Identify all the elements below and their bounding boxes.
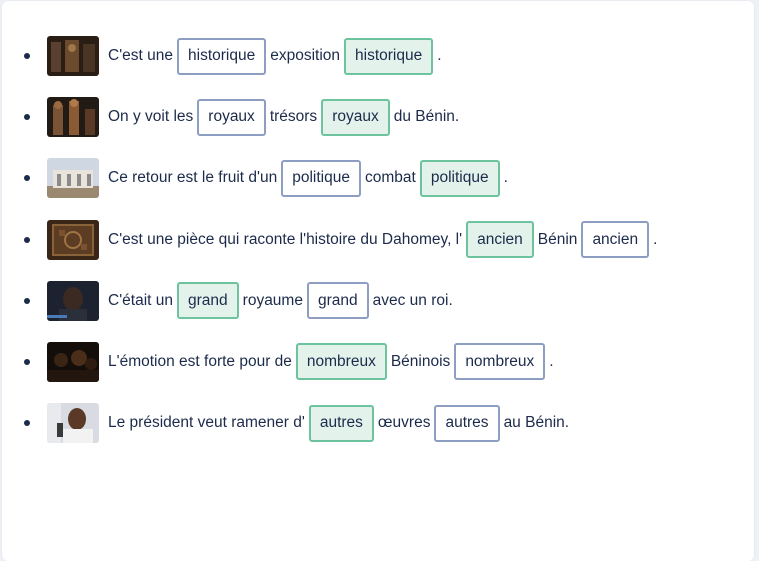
answer-chip-selected[interactable]: politique [419,159,500,197]
bullet-dot [24,114,30,121]
sentence-fragment: au Bénin. [503,414,570,432]
bullet-dot [24,53,30,59]
sentence-fragment: On y voit les [108,108,194,126]
bullet-dot [24,420,30,427]
answer-chip-slot[interactable]: grand [306,282,369,320]
sentence-fragment: . [503,169,508,187]
president-speaking-image [47,403,99,444]
sentence-fragment: royaume [242,291,303,309]
royal-statues-image [47,97,99,138]
museum-exhibition-image [47,36,99,76]
sentence-fragment: . [653,230,658,248]
sentence-fragment: trésors [269,108,318,126]
answer-chip-slot[interactable]: historique [177,37,267,75]
sentence-fragment: exposition [270,47,341,64]
bullet-dot [24,358,30,365]
answer-chip-selected[interactable]: ancien [466,221,534,259]
sentence-fragment: Le président veut ramener d' [108,414,305,432]
bullet-dot [24,175,30,182]
answer-chip-slot[interactable]: ancien [581,221,650,259]
crowd-dark-image [47,341,99,382]
bullet-dot [24,236,30,243]
answer-chip-slot[interactable]: royaux [197,98,266,136]
answer-chip-selected[interactable]: historique [344,37,434,75]
answer-chip-slot[interactable]: autres [434,404,500,442]
answer-chip-slot[interactable]: politique [281,159,361,197]
sentence-fragment: du Bénin. [393,108,460,126]
sentence-fragment: œuvres [377,414,431,432]
bullet-dot [24,297,30,304]
sentence-fragment: L'émotion est forte pour de [108,352,292,370]
carved-panel-image [47,219,99,260]
palace-building-image [47,158,99,199]
sentence-fragment: C'était un [108,291,173,309]
sentence-fragment: combat [365,169,416,187]
sentence-fragment: avec un roi. [372,291,453,309]
sentence-text: C'est une pièce qui raconte l'histoire d… [108,220,657,260]
answer-chip-selected[interactable]: nombreux [295,343,387,381]
sentence-row: C'est une pièce qui raconte l'histoire d… [2,219,754,281]
answer-chip-selected[interactable]: autres [308,404,374,442]
sentence-fragment: C'est une pièce qui raconte l'histoire d… [108,230,463,248]
sentence-fragment: . [549,352,554,370]
sentence-fragment: . [437,47,442,64]
sentence-fragment: Béninois [390,352,451,370]
sentence-fragment: C'est une [108,47,173,64]
answer-chip-selected[interactable]: grand [177,282,239,320]
answer-chip-selected[interactable]: royaux [321,98,390,136]
sentence-fragment: Bénin [537,230,578,248]
man-portrait-image [47,280,99,321]
sentence-fragment: Ce retour est le fruit d'un [108,169,278,187]
answer-chip-slot[interactable]: nombreux [454,343,546,381]
